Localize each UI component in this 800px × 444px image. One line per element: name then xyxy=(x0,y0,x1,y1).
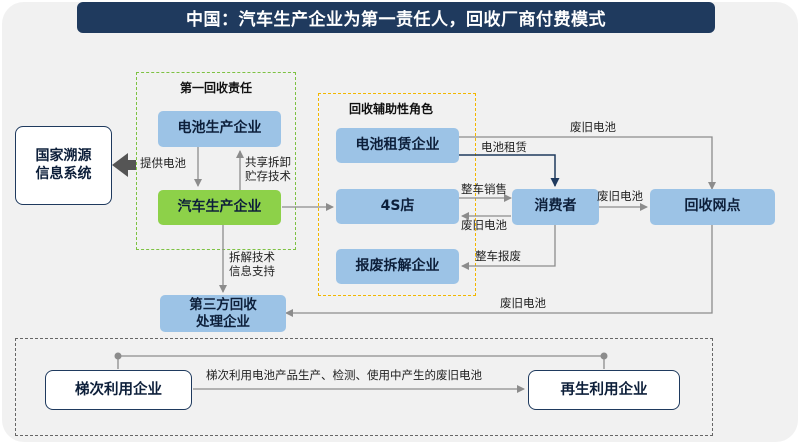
junction-dot-left xyxy=(114,352,122,360)
third-party-recycler-node: 第三方回收 处理企业 xyxy=(160,295,286,332)
arrow-cascade-to-regen xyxy=(117,355,605,369)
battery-maker-node: 电池生产企业 xyxy=(158,111,281,147)
label-battery-lease: 电池租赁 xyxy=(481,140,527,154)
arrow-to-traceability xyxy=(112,153,136,177)
auxiliary-roles-zone-title: 回收辅助性角色 xyxy=(349,102,434,116)
label-disassembly-support: 拆解技术 信息支持 xyxy=(229,250,275,279)
label-car-scrap: 整车报废 xyxy=(475,249,521,263)
label-waste-to-point: 废旧电池 xyxy=(597,189,643,203)
arrow-leasing-to-point xyxy=(459,136,716,190)
scrap-dismantling-node: 报废拆解企业 xyxy=(336,249,459,284)
label-waste-to-4s: 废旧电池 xyxy=(461,218,507,232)
label-car-sales: 整车销售 xyxy=(461,182,507,196)
4s-shop-node: 4S店 xyxy=(336,189,459,224)
label-cascade-flow: 梯次利用电池产品生产、检测、使用中产生的废旧电池 xyxy=(206,368,482,382)
consumer-node: 消费者 xyxy=(512,189,599,225)
auxiliary-roles-zone xyxy=(318,93,476,296)
first-responsibility-zone-title: 第一回收责任 xyxy=(180,81,253,95)
arrow-point-to-third xyxy=(285,225,713,317)
arrow-leasing-to-consumer xyxy=(459,154,560,187)
utilization-zone xyxy=(15,338,713,436)
label-waste-to-third: 废旧电池 xyxy=(500,296,546,310)
battery-leasing-node: 电池租赁企业 xyxy=(336,128,459,163)
first-responsibility-zone xyxy=(136,72,296,250)
diagram-title: 中国：汽车生产企业为第一责任人，回收厂商付费模式 xyxy=(77,2,715,33)
junction-dot-right xyxy=(600,352,608,360)
cascade-utilization-node: 梯次利用企业 xyxy=(45,370,192,410)
label-share-tech: 共享拆卸 贮存技术 xyxy=(245,155,291,184)
arrow-consumer-to-scrap xyxy=(461,225,556,270)
recycle-point-node: 回收网点 xyxy=(650,189,775,225)
label-waste-top: 废旧电池 xyxy=(570,120,616,134)
regeneration-utilization-node: 再生利用企业 xyxy=(528,370,680,410)
traceability-system-node: 国家溯源 信息系统 xyxy=(15,126,112,205)
car-maker-node: 汽车生产企业 xyxy=(158,190,281,225)
label-provide-battery: 提供电池 xyxy=(140,156,186,170)
